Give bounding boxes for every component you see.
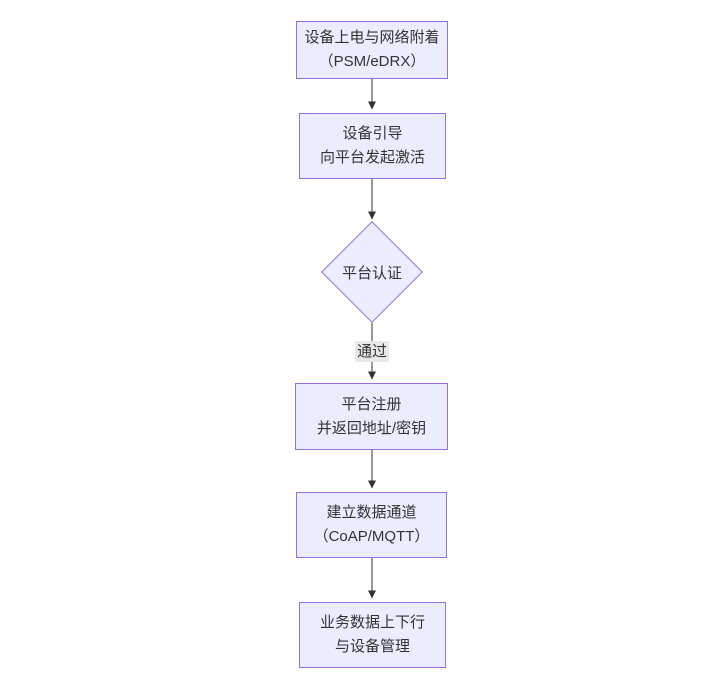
flow-node-bootstrap-activate: 设备引导 向平台发起激活 bbox=[299, 113, 446, 179]
node-line: （PSM/eDRX） bbox=[318, 53, 426, 70]
edge-label-pass: 通过 bbox=[354, 341, 390, 362]
node-line: 业务数据上下行 bbox=[319, 614, 425, 631]
node-line: 建立数据通道 bbox=[326, 504, 417, 521]
decision-label: 平台认证 bbox=[341, 264, 402, 282]
flow-node-power-on-attach: 设备上电与网络附着 （PSM/eDRX） bbox=[296, 21, 448, 79]
flow-node-business-data: 业务数据上下行 与设备管理 bbox=[299, 602, 446, 668]
node-line: 平台注册 bbox=[341, 395, 402, 413]
flow-node-register-return-key: 平台注册 并返回地址/密钥 bbox=[295, 383, 448, 450]
node-line: 设备上电与网络附着 bbox=[304, 29, 440, 46]
node-line: 向平台发起激活 bbox=[319, 149, 425, 166]
node-line: 并返回地址/密钥 bbox=[316, 419, 427, 437]
node-line: （CoAP/MQTT） bbox=[313, 528, 430, 545]
node-line: 与设备管理 bbox=[334, 638, 410, 655]
node-line: 设备引导 bbox=[342, 125, 403, 142]
flow-node-data-channel: 建立数据通道 （CoAP/MQTT） bbox=[296, 492, 447, 558]
flow-decision-platform-auth: 平台认证 bbox=[321, 221, 423, 323]
